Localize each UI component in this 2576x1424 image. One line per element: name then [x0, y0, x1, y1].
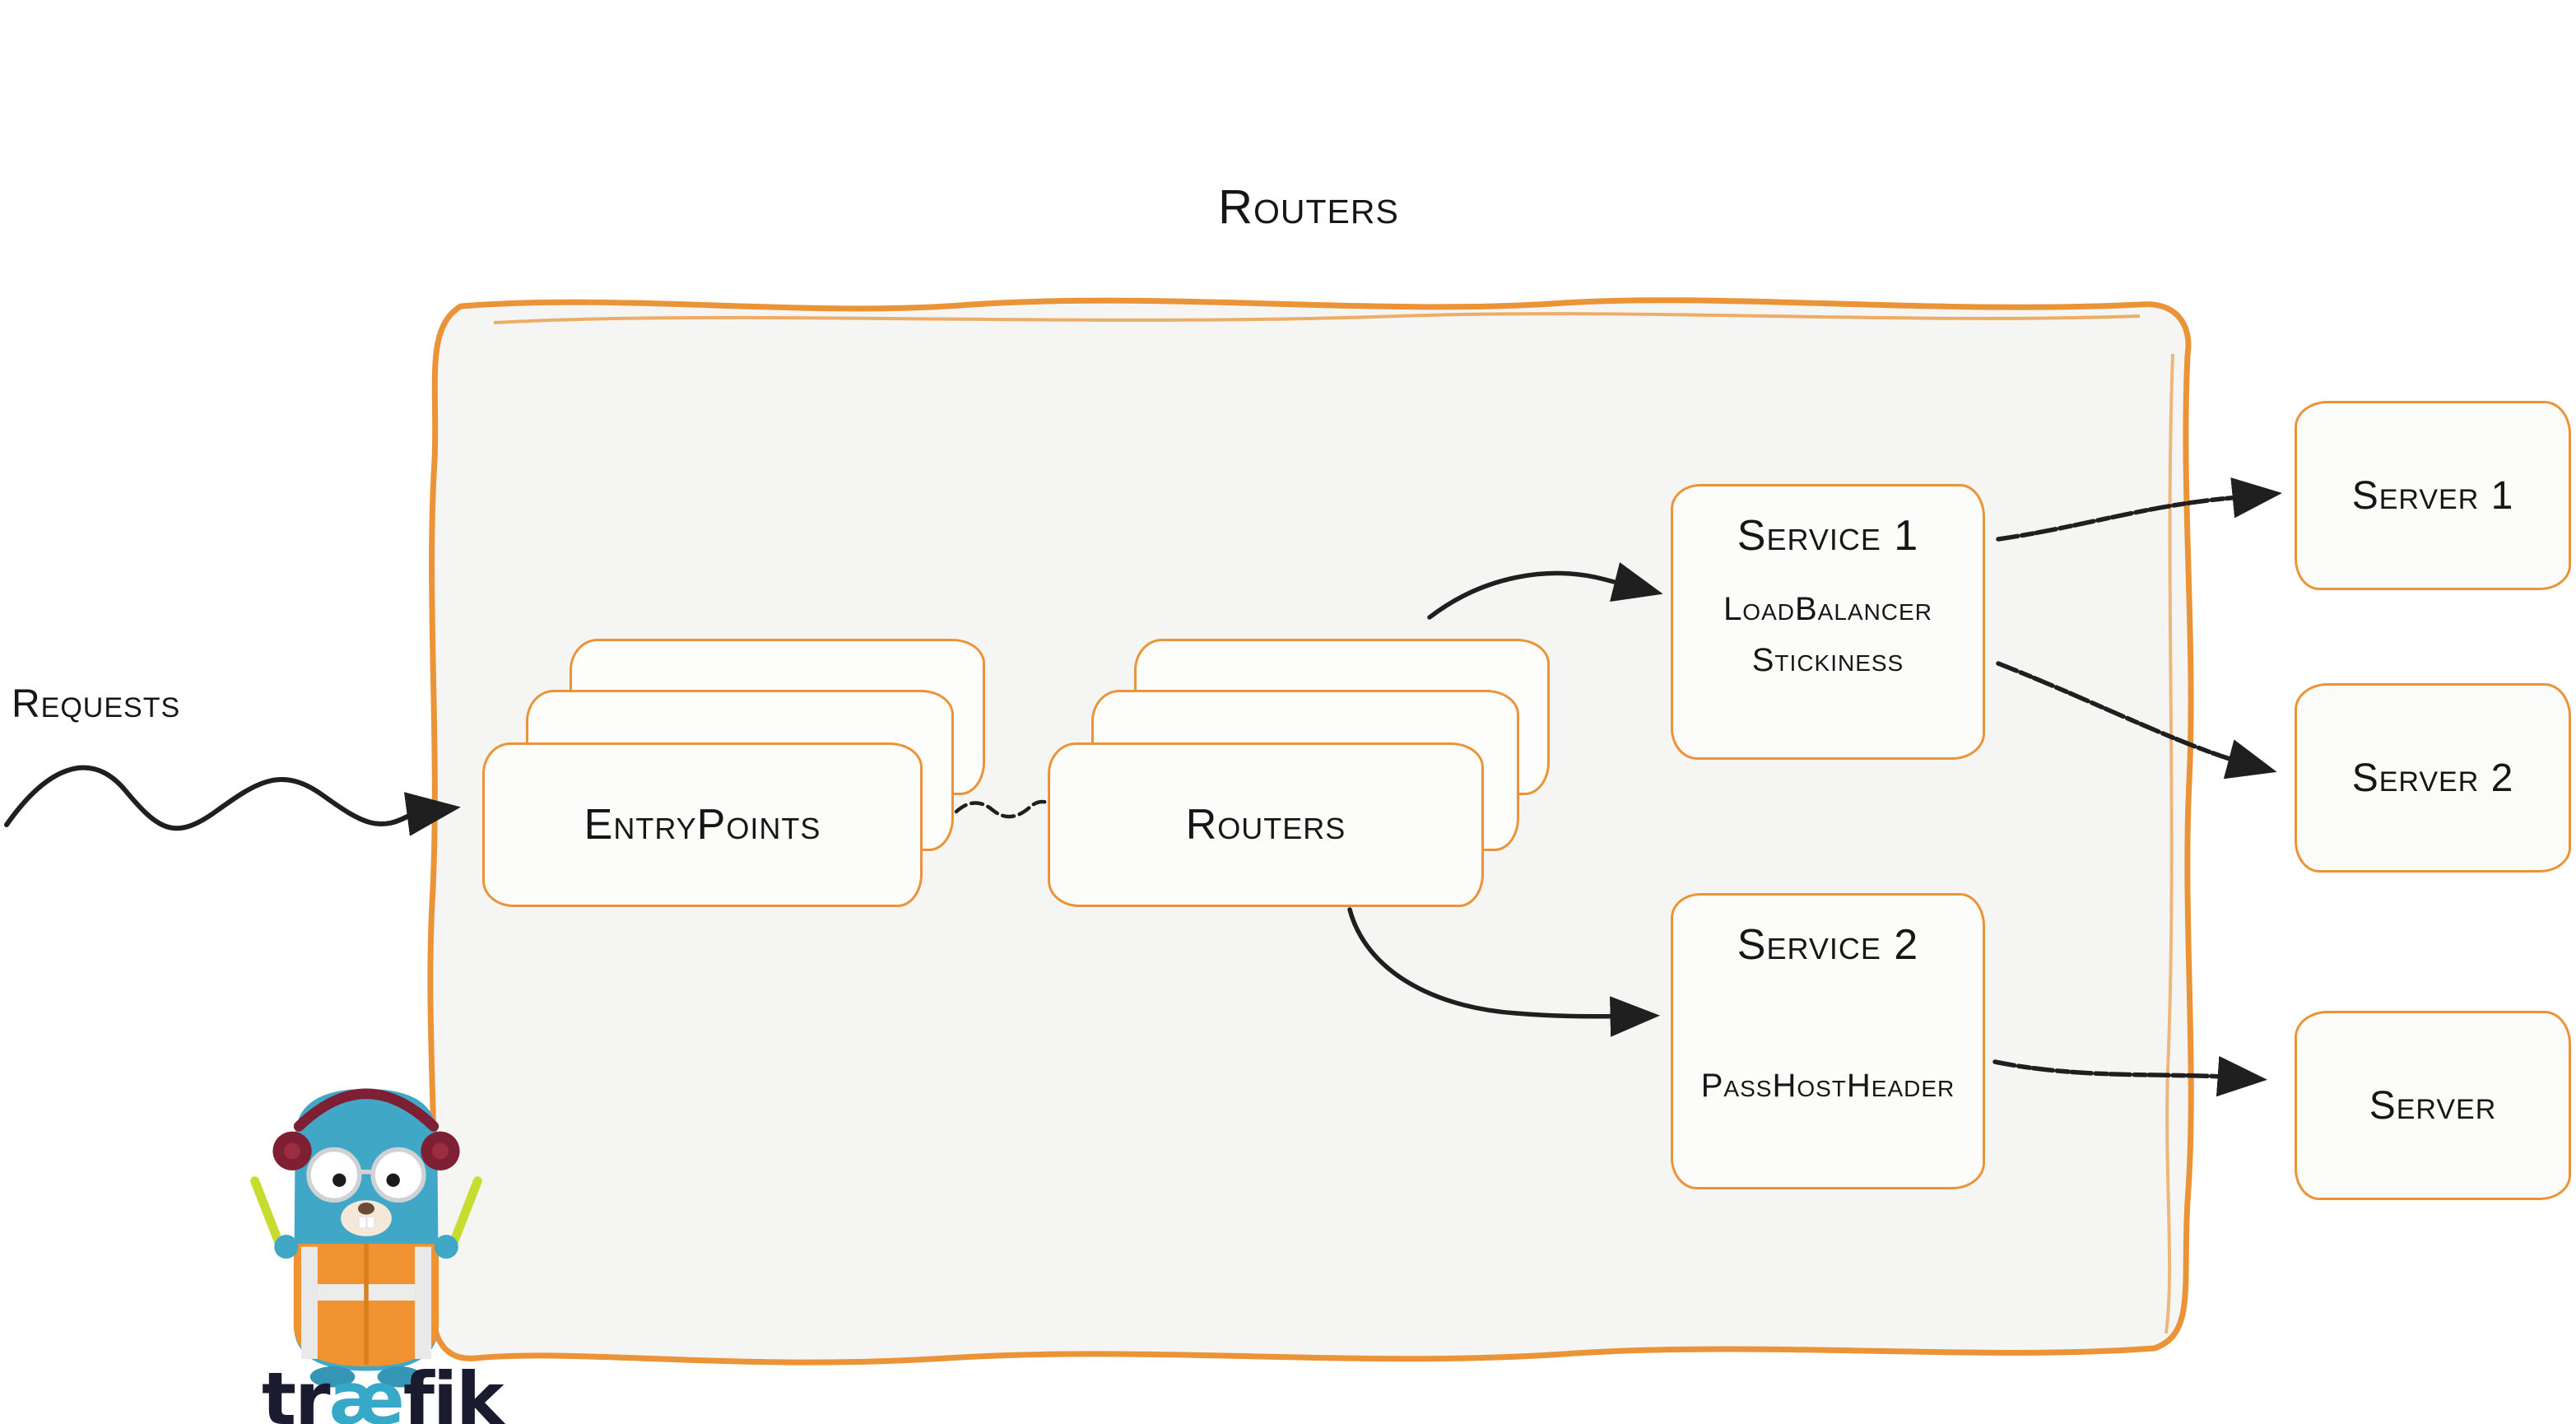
glowstick-right	[449, 1176, 482, 1247]
traefik-gopher-logo	[250, 1088, 482, 1388]
server3-label: Server	[2369, 1083, 2497, 1128]
service2-box: Service 2 PassHostHeader	[1671, 893, 1985, 1189]
service1-line-stickiness: Stickiness	[1751, 642, 1904, 678]
gopher-foot-right	[377, 1366, 423, 1388]
service1-box: Service 1 LoadBalancer Stickiness	[1671, 484, 1985, 760]
routers-card: Routers	[1048, 742, 1484, 907]
headphone-cup-right-inner	[431, 1142, 449, 1160]
tooth-right	[366, 1216, 375, 1229]
wordmark-ae: æ	[328, 1357, 404, 1424]
headphone-cup-left-inner	[284, 1142, 301, 1160]
routers-label: Routers	[1185, 801, 1346, 849]
glasses-right	[370, 1147, 426, 1203]
wordmark-fik: fik	[402, 1357, 505, 1424]
arrow-service1-server2	[1996, 661, 2277, 779]
traefik-wordmark: træfik	[262, 1357, 505, 1424]
tooth-left	[358, 1216, 367, 1229]
wordmark-tr: tr	[262, 1357, 330, 1424]
container-accent-stroke-right	[2164, 353, 2174, 1334]
connector-entrypoints-routers	[954, 799, 1058, 819]
diagram-title: Routers	[1218, 180, 1399, 234]
requests-label: Requests	[12, 682, 181, 726]
entrypoints-label: EntryPoints	[584, 801, 821, 849]
server2-box: Server 2	[2295, 683, 2571, 873]
gopher-nose	[358, 1203, 374, 1215]
gopher-foot-left	[309, 1366, 356, 1388]
vest-stripe-right	[415, 1246, 432, 1359]
arrow-routers-service1	[1427, 561, 1663, 620]
server2-label: Server 2	[2351, 756, 2514, 800]
service2-title: Service 2	[1737, 921, 1919, 969]
service1-title: Service 1	[1737, 512, 1919, 560]
server3-box: Server	[2295, 1011, 2571, 1200]
server1-box: Server 1	[2295, 401, 2571, 590]
eye-left	[332, 1173, 346, 1187]
service2-line-passhostheader: PassHostHeader	[1700, 1068, 1955, 1104]
eye-right	[386, 1173, 400, 1187]
container-accent-stroke-top	[493, 312, 2141, 324]
gopher-hand-left	[274, 1235, 299, 1259]
arrow-service2-server	[1992, 1055, 2267, 1097]
vest-stripe-left	[300, 1246, 318, 1359]
service2-details: PassHostHeader	[1701, 1060, 1955, 1111]
gopher-hand-right	[434, 1235, 458, 1259]
service1-line-loadbalancer: LoadBalancer	[1723, 591, 1932, 627]
headphones-band	[293, 1088, 439, 1132]
service1-details: LoadBalancer Stickiness	[1723, 584, 1932, 686]
glasses-left	[306, 1147, 362, 1203]
arrow-routers-service2	[1347, 907, 1660, 1037]
arrow-service1-server1	[1996, 477, 2282, 542]
server1-label: Server 1	[2351, 473, 2514, 518]
glowstick-left	[250, 1176, 284, 1247]
arrow-requests	[4, 765, 461, 836]
entrypoints-card: EntryPoints	[482, 742, 923, 907]
